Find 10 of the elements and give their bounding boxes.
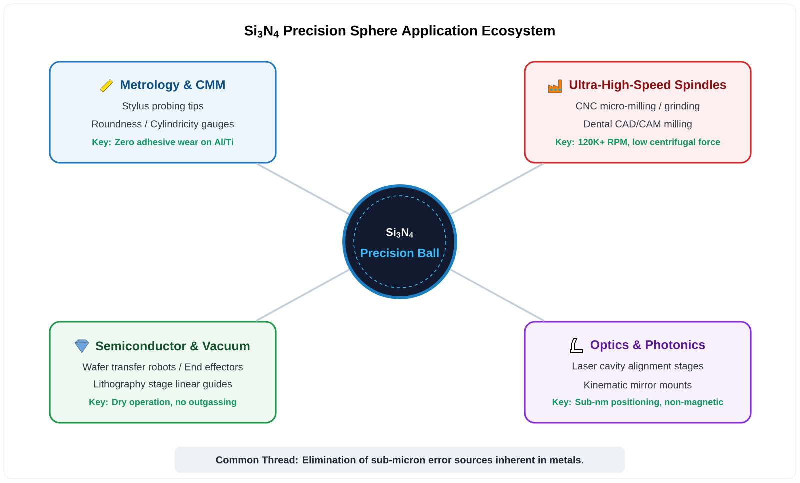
connector-line [450,163,544,216]
summary-banner: Common Thread: Elimination of sub-micron error sources inherent in metals. [175,447,625,473]
connector-line [256,163,350,216]
title: Si$_{3}$N$_{4}$ Precision Sphere Application Ecosystem [244,25,555,39]
connector-line [256,268,350,322]
application-box: Semiconductor & Vacuum Wafer transfer robots / End effectors Lithography stage linear guides Key: Dry operation, no outgassing [49,321,277,424]
connector-line [450,268,545,322]
application-box: Ultra-High-Speed Spindles CNC micro-milling / grinding Dental CAD/CAM milling Key: 120K+ RPM, low centrifugal force [524,61,752,164]
application-box: Metrology & CMM Stylus probing tips Roundness / Cylindricity gauges Key: Zero adhesive wear on Al/Ti [49,61,277,164]
application-box: Optics & Photonics Laser cavity alignment stages Kinematic mirror mounts Key: Sub-nm positioning, non-magnetic [524,321,752,424]
